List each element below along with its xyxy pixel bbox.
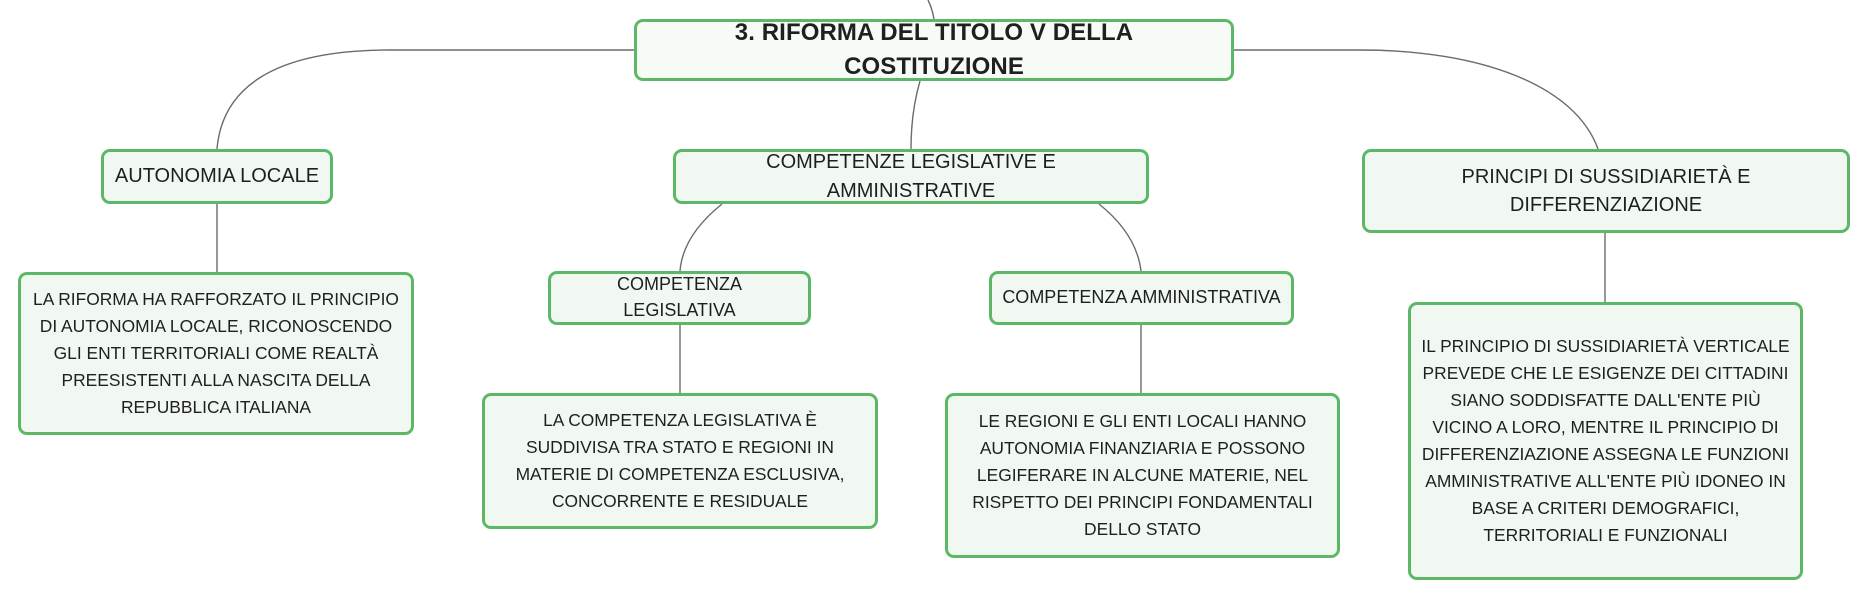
root-node-riforma-titolo-v[interactable]: 3. RIFORMA DEL TITOLO V DELLA COSTITUZIO… <box>634 19 1234 81</box>
text-node-principi[interactable]: IL PRINCIPIO DI SUSSIDIARIETÀ VERTICALE … <box>1408 302 1803 580</box>
text-competenza-legislativa: LA COMPETENZA LEGISLATIVA È SUDDIVISA TR… <box>515 410 845 511</box>
connector-root-to-competenze <box>910 80 921 150</box>
node-competenza-legislativa-label: COMPETENZA LEGISLATIVA <box>616 274 742 320</box>
text-node-competenza-amministrativa[interactable]: LE REGIONI E GLI ENTI LOCALI HANNO AUTON… <box>945 393 1340 558</box>
connector-competenze-to-amministrativa <box>1098 203 1142 272</box>
connector-root-to-principi <box>1234 49 1599 150</box>
connector-root-to-autonomia-locale <box>216 49 634 150</box>
node-competenza-amministrativa-label: COMPETENZA AMMINISTRATIVA <box>1002 287 1281 308</box>
text-competenza-amministrativa: LE REGIONI E GLI ENTI LOCALI HANNO AUTON… <box>972 411 1313 539</box>
node-competenza-legislativa[interactable]: COMPETENZA LEGISLATIVA <box>548 271 811 325</box>
connector-competenze-to-legislativa <box>679 203 723 272</box>
text-principi: IL PRINCIPIO DI SUSSIDIARIETÀ VERTICALE … <box>1421 336 1790 545</box>
node-principi-label: PRINCIPI DI SUSSIDIARIETÀ E DIFFERENZIAZ… <box>1461 165 1751 216</box>
node-competenze-label: COMPETENZE LEGISLATIVE E AMMINISTRATIVE <box>766 151 1056 202</box>
node-competenze-legislative-amministrative[interactable]: COMPETENZE LEGISLATIVE E AMMINISTRATIVE <box>673 149 1149 204</box>
root-node-label: 3. RIFORMA DEL TITOLO V DELLA COSTITUZIO… <box>734 18 1134 80</box>
node-autonomia-locale-label: AUTONOMIA LOCALE <box>114 165 320 188</box>
node-competenza-amministrativa[interactable]: COMPETENZA AMMINISTRATIVA <box>989 271 1294 325</box>
text-node-autonomia-locale[interactable]: LA RIFORMA HA RAFFORZATO IL PRINCIPIO DI… <box>18 272 414 435</box>
text-node-competenza-legislativa[interactable]: LA COMPETENZA LEGISLATIVA È SUDDIVISA TR… <box>482 393 878 529</box>
node-autonomia-locale[interactable]: AUTONOMIA LOCALE <box>101 149 333 204</box>
text-autonomia-locale: LA RIFORMA HA RAFFORZATO IL PRINCIPIO DI… <box>33 289 399 417</box>
node-principi-sussidiarieta-differenziazione[interactable]: PRINCIPI DI SUSSIDIARIETÀ E DIFFERENZIAZ… <box>1362 149 1850 233</box>
